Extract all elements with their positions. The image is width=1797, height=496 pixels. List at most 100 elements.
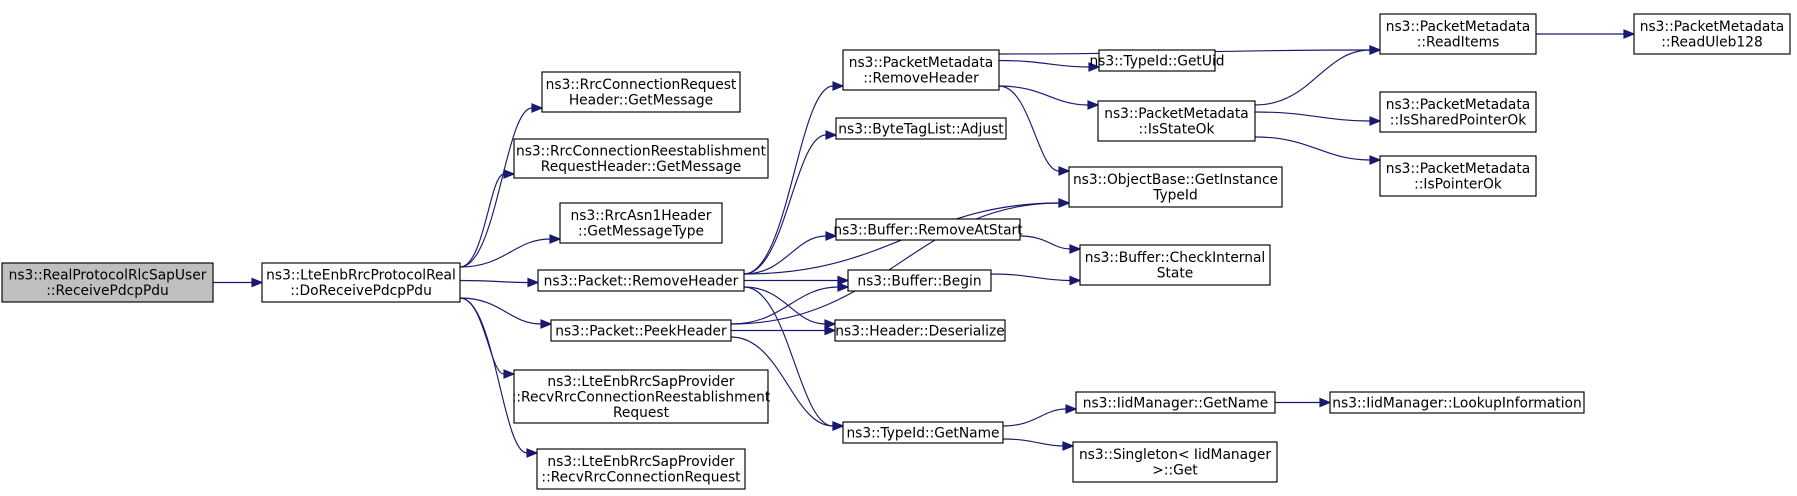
- node-label-line: ns3::PacketMetadata: [1386, 97, 1530, 113]
- node-label-line: ::IsSharedPointerOk: [1390, 113, 1526, 129]
- edge-line: [730, 202, 1060, 325]
- edge-line: [459, 297, 542, 325]
- node-box: [513, 138, 769, 179]
- edge-line: [1254, 111, 1371, 122]
- node-label-line: ns3::PacketMetadata: [1386, 19, 1530, 35]
- edge-line: [743, 134, 827, 275]
- node-label-line: TypeId: [1152, 188, 1198, 204]
- call-edge: [998, 85, 1100, 110]
- function-node-ns3-header-deserialize[interactable]: ns3::Header::Deserialize: [834, 319, 1006, 342]
- arrowhead: [503, 169, 516, 179]
- function-node-ns3-typeid-getname[interactable]: ns3::TypeId::GetName: [842, 421, 1004, 444]
- arrowhead: [825, 130, 838, 140]
- edge-line: [998, 85, 1089, 106]
- function-node-ns3-packetmetadata-readitems[interactable]: ns3::PacketMetadata::ReadItems: [1379, 13, 1537, 55]
- node-box: [1068, 166, 1283, 208]
- node-label-line: ns3::PacketMetadata: [1386, 161, 1530, 177]
- node-label-line: ns3::PacketMetadata: [1640, 19, 1784, 35]
- arrowhead: [1369, 155, 1382, 165]
- function-node-ns3-rrcconnectionrequest-header-getmessage[interactable]: ns3::RrcConnectionRequestHeader::GetMess…: [541, 71, 741, 113]
- call-edge: [1002, 404, 1078, 427]
- node-label-line: ::DoReceivePdcpPdu: [290, 283, 432, 299]
- function-node-ns3-lteenbrrcprotocolreal-doreceivepdcppdu[interactable]: ns3::LteEnbRrcProtocolReal::DoReceivePdc…: [261, 262, 461, 303]
- function-node-ns3-packetmetadata-readuleb128[interactable]: ns3::PacketMetadata::ReadUleb128: [1633, 13, 1791, 55]
- node-box: [1079, 244, 1271, 286]
- node-box: [842, 49, 1000, 91]
- node-label-line: >::Get: [1152, 463, 1198, 479]
- node-label-line: ::IsPointerOk: [1414, 177, 1502, 193]
- call-edge: [459, 103, 544, 268]
- edge-line: [459, 279, 529, 284]
- call-edge: [459, 297, 553, 329]
- node-label-line: Header::GetMessage: [569, 93, 713, 109]
- call-edge: [1275, 397, 1332, 408]
- function-node-ns3-lteenbrrcsapprovider-recvrrcconnectionreestablishment-request[interactable]: ns3::LteEnbRrcSapProvider::RecvRrcConnec…: [512, 369, 771, 424]
- call-edge: [998, 59, 1101, 72]
- call-edge: [459, 277, 540, 288]
- node-box: [513, 369, 769, 424]
- function-node-ns3-packetmetadata-removeheader[interactable]: ns3::PacketMetadata::RemoveHeader: [842, 49, 1000, 91]
- arrowhead: [832, 421, 845, 431]
- node-label-line: ns3::Buffer::RemoveAtStart: [833, 222, 1023, 238]
- function-node-ns3-rrcasn1header-getmessagetype[interactable]: ns3::RrcAsn1Header::GetMessageType: [559, 202, 723, 244]
- node-label-line: ns3::IidManager::GetName: [1083, 395, 1269, 411]
- call-edge: [998, 85, 1071, 176]
- edge-line: [1254, 136, 1371, 161]
- node-label-line: RequestHeader::GetMessage: [541, 159, 741, 175]
- function-node-ns3-buffer-removeatstart[interactable]: ns3::Buffer::RemoveAtStart: [833, 218, 1023, 241]
- call-edge: [1254, 136, 1382, 165]
- node-label-line: ::IsStateOk: [1139, 122, 1215, 138]
- node-label-line: Request: [613, 405, 670, 421]
- function-node-ns3-lteenbrrcsapprovider-recvrrcconnectionrequest[interactable]: ns3::LteEnbRrcSapProvider::RecvRrcConnec…: [536, 448, 746, 490]
- node-label-line: ns3::RrcConnectionRequest: [546, 77, 737, 93]
- function-node-ns3-packet-removeheader[interactable]: ns3::Packet::RemoveHeader: [537, 269, 745, 292]
- arrowhead: [1623, 29, 1636, 39]
- function-node-ns3-packetmetadata-isstateok[interactable]: ns3::PacketMetadata::IsStateOk: [1097, 100, 1256, 142]
- arrowhead: [1369, 116, 1382, 126]
- node-label-line: ns3::LteEnbRrcSapProvider: [547, 454, 734, 470]
- arrowhead: [1058, 198, 1071, 208]
- node-label-line: ns3::Header::Deserialize: [835, 323, 1004, 339]
- function-node-ns3-rrcconnectionreestablishment-requestheader-getmessage[interactable]: ns3::RrcConnectionReestablishmentRequest…: [513, 138, 769, 179]
- node-label-line: ns3::Singleton< IidManager: [1079, 447, 1271, 463]
- function-node-ns3-singleton-iidmanager-get[interactable]: ns3::Singleton< IidManager >::Get: [1072, 441, 1278, 483]
- node-box: [1075, 391, 1276, 414]
- function-node-ns3-buffer-begin[interactable]: ns3::Buffer::Begin: [847, 269, 992, 292]
- node-label-line: ns3::Buffer::Begin: [857, 273, 981, 289]
- call-edge: [990, 273, 1082, 286]
- node-label-line: ns3::RrcConnectionReestablishment: [516, 144, 767, 160]
- node-box: [537, 269, 745, 292]
- function-node-ns3-packetmetadata-ispointerok[interactable]: ns3::PacketMetadata::IsPointerOk: [1379, 155, 1537, 197]
- arrowhead: [1069, 275, 1082, 286]
- node-box: [842, 421, 1004, 444]
- edge-line: [743, 235, 827, 275]
- function-node-ns3-iidmanager-getname[interactable]: ns3::IidManager::GetName: [1075, 391, 1276, 414]
- node-layer: ns3::RealProtocolRlcSapUser::ReceivePdcp…: [1, 13, 1791, 490]
- node-box: [847, 269, 992, 292]
- call-edge: [1002, 438, 1075, 451]
- node-box: [261, 262, 461, 303]
- function-node-ns3-packetmetadata-issharedpointerok[interactable]: ns3::PacketMetadata::IsSharedPointerOk: [1379, 91, 1537, 133]
- node-box: [1379, 13, 1537, 55]
- function-node-ns3-typeid-getuid[interactable]: ns3::TypeId::GetUid: [1089, 49, 1225, 72]
- edge-line: [730, 336, 834, 427]
- call-edge: [730, 336, 845, 431]
- node-box: [559, 202, 723, 244]
- arrowhead: [1088, 62, 1101, 72]
- arrowhead: [825, 231, 838, 241]
- node-label-line: State: [1157, 266, 1194, 282]
- node-box: [835, 117, 1007, 140]
- arrowhead: [1069, 244, 1082, 254]
- edge-line: [743, 286, 834, 427]
- edge-line: [743, 85, 834, 275]
- arrowhead: [1062, 441, 1075, 451]
- function-node-ns3-bytetaglist-adjust[interactable]: ns3::ByteTagList::Adjust: [835, 117, 1007, 140]
- arrowhead: [1319, 397, 1332, 408]
- node-label-line: ::RemoveHeader: [863, 71, 979, 87]
- function-node-ns3-packet-peekheader[interactable]: ns3::Packet::PeekHeader: [550, 319, 732, 342]
- node-box: [536, 448, 746, 490]
- function-node-ns3-realprotocolrlcsapuser-receivepdcppdu[interactable]: ns3::RealProtocolRlcSapUser::ReceivePdcp…: [1, 262, 214, 303]
- function-node-ns3-iidmanager-lookupinformation[interactable]: ns3::IidManager::LookupInformation: [1329, 391, 1585, 414]
